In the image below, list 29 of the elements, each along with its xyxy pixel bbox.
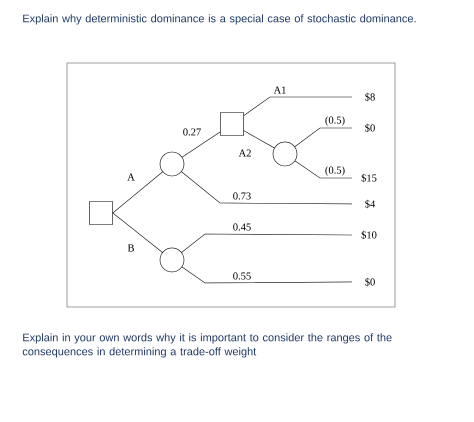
payoff-value: $0 [365, 124, 375, 132]
edge-label: (0.5) [324, 165, 346, 177]
decision-square [220, 112, 244, 136]
question-text: Explain why deterministic dominance is a special case of stochastic dominance. [23, 14, 416, 25]
payoff-value: $15 [362, 174, 376, 182]
decision-square [89, 201, 113, 225]
edge-label: A2 [238, 148, 252, 158]
chance-circle [160, 248, 184, 272]
edge-label: (0.5) [324, 115, 346, 127]
branch-line [244, 96, 352, 116]
branch-line [181, 171, 352, 204]
branch-line [112, 212, 163, 253]
edge-label: A1 [272, 86, 288, 94]
branch-line [182, 132, 220, 158]
branch-line [294, 128, 352, 147]
payoff-value: $0 [365, 278, 375, 286]
payoff-value: $10 [362, 230, 376, 240]
chance-circle [160, 152, 184, 176]
payoff-value: $8 [365, 92, 375, 102]
edge-label: A [126, 172, 136, 182]
edge-label: B [126, 244, 136, 252]
payoff-value: $4 [365, 200, 376, 208]
branch-line [244, 130, 275, 148]
chance-circle [272, 142, 298, 166]
branch-line [182, 266, 352, 284]
branch-line [294, 160, 352, 178]
branch-line [181, 234, 352, 253]
branch-line [112, 172, 163, 214]
question-text: Explain in your own words why it is important to consider the ranges of the consequences in determining a trade-off weight [22, 333, 392, 358]
